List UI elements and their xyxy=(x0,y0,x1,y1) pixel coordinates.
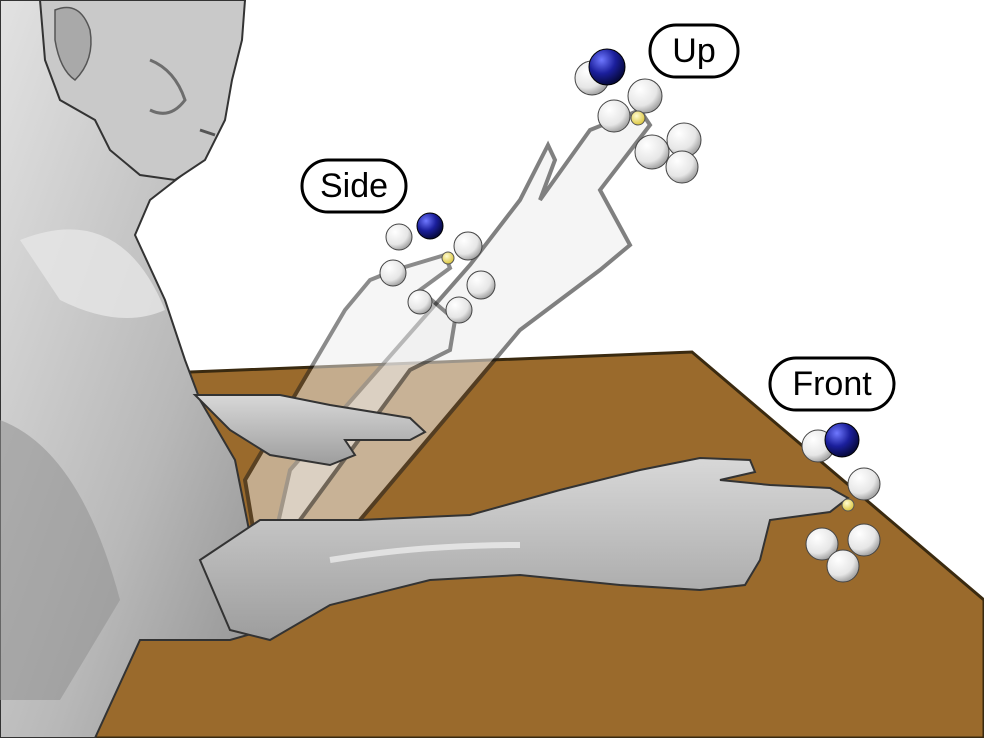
label-side-callout: Side xyxy=(300,158,408,214)
marker-cluster-front xyxy=(801,422,881,583)
arm-front xyxy=(198,456,850,642)
target-point-side xyxy=(441,251,455,265)
marker-cluster-side xyxy=(379,212,496,324)
label-front-callout: Front xyxy=(768,356,896,412)
target-point-up xyxy=(630,110,646,126)
label-up: Up xyxy=(672,32,715,70)
label-side: Side xyxy=(320,167,388,205)
label-front: Front xyxy=(792,365,872,403)
resting-hand xyxy=(192,394,427,467)
label-up-callout: Up xyxy=(648,23,740,79)
marker-cluster-up xyxy=(574,48,702,184)
target-point-front xyxy=(841,498,855,512)
mannequin-body xyxy=(0,0,267,738)
